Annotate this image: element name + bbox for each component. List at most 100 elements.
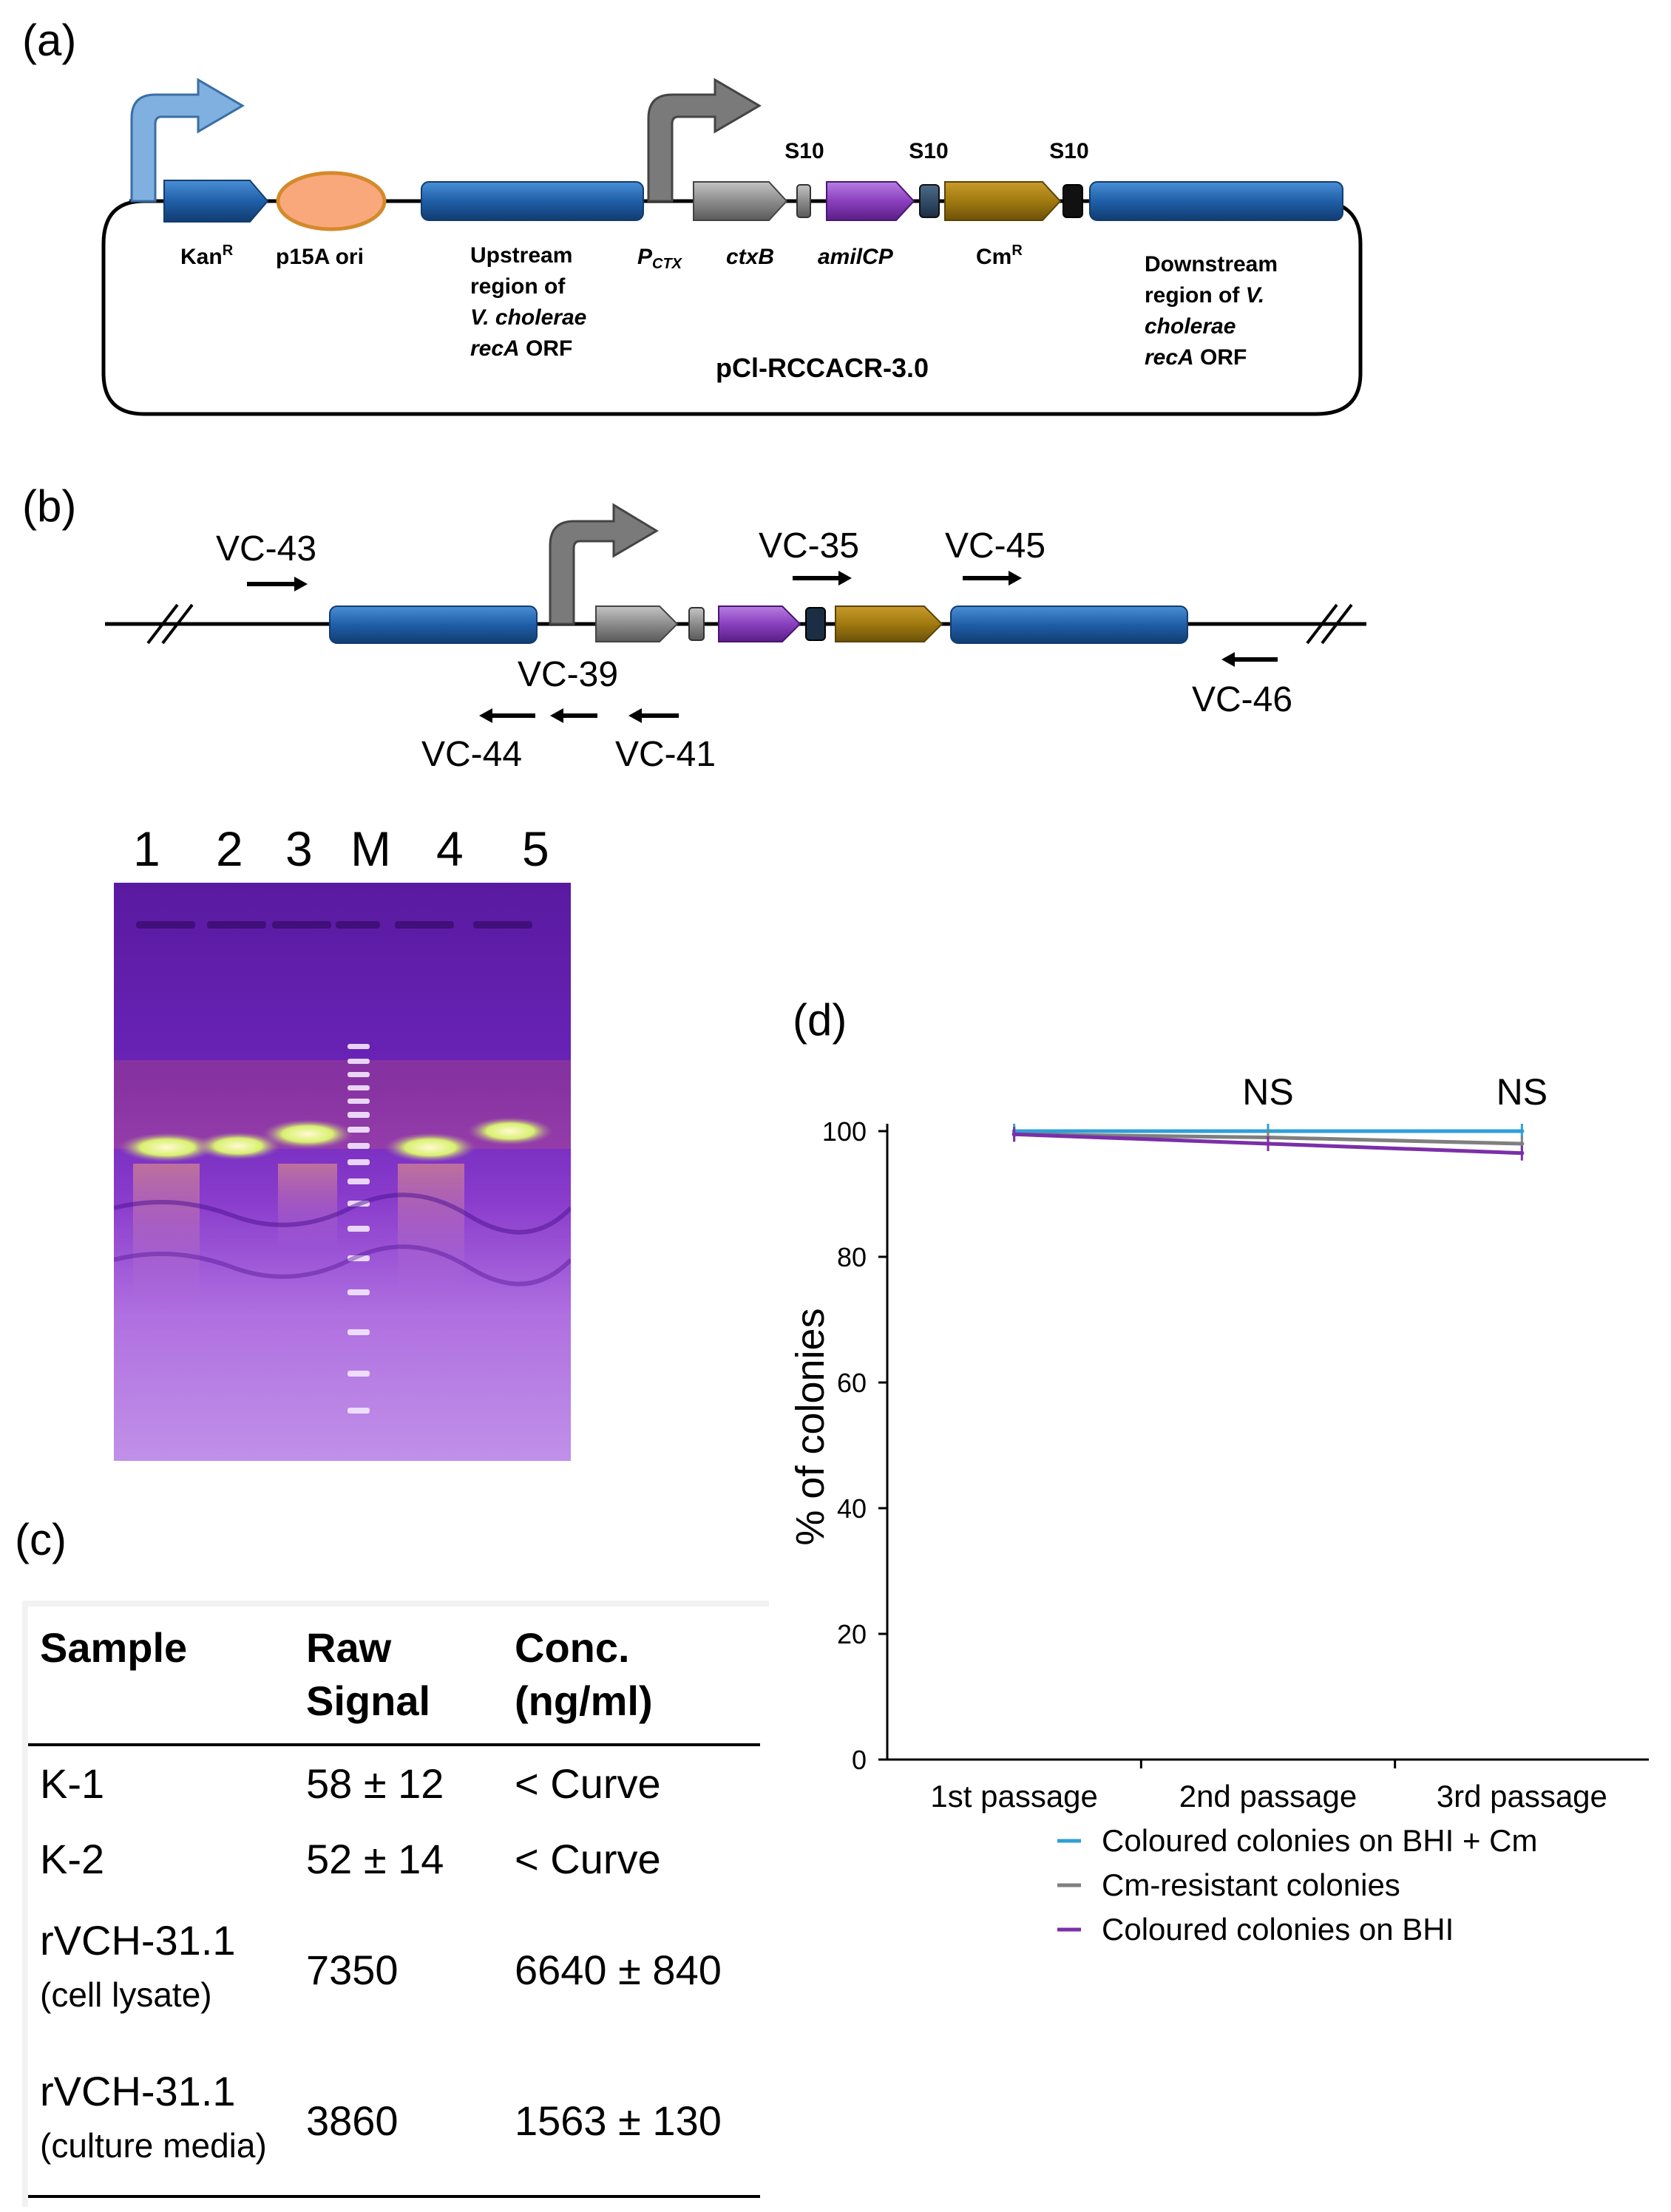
pctx-promoter-arrow	[647, 78, 762, 203]
promoter-arrow-b	[549, 503, 659, 625]
p15a-ori	[276, 171, 387, 231]
primer-vc39-label: VC-39	[518, 655, 618, 694]
primer-vc35-label: VC-35	[759, 526, 859, 566]
row1-sample: K-1	[40, 1760, 105, 1807]
row3-conc: 6640 ± 840	[515, 1947, 722, 1993]
agarose-gel-image	[114, 883, 571, 1461]
primer-vc41-arrow	[628, 708, 642, 723]
plasmid-name: pCl-RCCACR-3.0	[716, 353, 929, 383]
row1-conc: < Curve	[515, 1760, 661, 1807]
s10-site-1	[796, 184, 811, 218]
amilcp-gene	[826, 181, 915, 221]
y-tick-label: 0	[852, 1745, 867, 1775]
ns-annotation: NS	[1497, 1071, 1548, 1113]
row4-sample-sub: (culture media)	[40, 2126, 267, 2165]
lane-label-1: 1	[133, 821, 160, 876]
primer-vc39-arrow	[550, 708, 563, 723]
cm-gene	[944, 181, 1062, 221]
downstream-gene-b	[950, 605, 1188, 644]
s10-site-b2	[805, 607, 826, 641]
primer-vc35-arrow	[838, 571, 852, 586]
primer-vc46-arrow	[1221, 652, 1235, 667]
row1-raw: 58 ± 12	[306, 1760, 444, 1807]
row3-sample: rVCH-31.1	[40, 1917, 236, 1964]
downstream-label: Downstream region of V. cholerae recA OR…	[1145, 252, 1284, 370]
cm-label: CmR	[976, 242, 1023, 269]
plasmid-backbone	[101, 199, 1363, 416]
table-body: Sample Raw Signal Conc. (ng/ml) K-1 58 ±…	[28, 1607, 769, 2207]
primer-vc46-label: VC-46	[1192, 680, 1292, 719]
series-point	[1011, 1132, 1017, 1137]
s10-label-2: S10	[909, 139, 948, 163]
legend-label: Coloured colonies on BHI + Cm	[1102, 1823, 1537, 1858]
header-conc-line2: (ng/ml)	[515, 1677, 653, 1724]
row2-conc: < Curve	[515, 1836, 661, 1882]
s10-label-1: S10	[784, 139, 824, 163]
ns-annotation: NS	[1242, 1071, 1293, 1113]
legend-label: Coloured colonies on BHI	[1102, 1912, 1454, 1947]
p15a-label: p15A ori	[276, 245, 364, 269]
row2-raw: 52 ± 14	[306, 1836, 444, 1882]
elisa-table: Sample Raw Signal Conc. (ng/ml) K-1 58 ±…	[22, 1601, 769, 2207]
header-raw-line2: Signal	[306, 1677, 431, 1724]
primer-vc44-arrow	[479, 708, 492, 723]
y-tick-label: 100	[822, 1116, 867, 1147]
lane-label-4: 4	[436, 821, 464, 876]
upstream-region-gene	[421, 181, 644, 221]
kan-gene	[163, 180, 269, 223]
primer-vc41-label: VC-41	[615, 735, 716, 774]
table-bottom-rule	[28, 2195, 760, 2198]
lane-labels: 1 2 3 M 4 5	[0, 821, 592, 880]
header-raw-line1: Raw	[306, 1624, 392, 1671]
header-conc-line1: Conc.	[515, 1624, 630, 1671]
downstream-region-gene	[1089, 181, 1343, 221]
y-tick-label: 60	[837, 1368, 867, 1398]
x-tick-label: 3rd passage	[1437, 1779, 1607, 1814]
lane-label-2: 2	[216, 821, 243, 876]
kan-promoter-arrow	[130, 78, 245, 203]
s10-label-3: S10	[1049, 139, 1088, 163]
x-tick-label: 1st passage	[930, 1779, 1098, 1814]
row2-sample: K-2	[40, 1836, 105, 1882]
row4-sample: rVCH-31.1	[40, 2068, 236, 2114]
row3-raw: 7350	[306, 1947, 399, 1993]
amilcp-gene-b	[718, 605, 801, 642]
amilcp-label: amilCP	[818, 245, 894, 269]
panel-label-b: (b)	[22, 481, 77, 531]
s10-site-3	[1062, 184, 1083, 218]
break-mark-right-2	[1321, 603, 1353, 645]
primer-vc43-arrow	[294, 577, 308, 591]
header-sample: Sample	[40, 1624, 188, 1671]
x-tick-label: 2nd passage	[1179, 1779, 1358, 1814]
kan-label: KanR	[180, 242, 234, 269]
break-mark-left-2	[161, 603, 194, 645]
series-point	[1266, 1141, 1270, 1146]
s10-site-b1	[688, 607, 705, 641]
primer-vc45-arrow	[1009, 571, 1022, 586]
pctx-label: PCTX	[637, 245, 683, 272]
row4-conc: 1563 ± 130	[515, 2097, 722, 2144]
ctxb-gene-b	[595, 605, 679, 642]
row4-raw: 3860	[306, 2097, 399, 2144]
table-header-rule	[28, 1743, 760, 1746]
primer-vc45-label: VC-45	[945, 526, 1045, 566]
panel-label-a: (a)	[22, 16, 77, 65]
y-tick-label: 40	[837, 1493, 867, 1524]
series-point	[1519, 1129, 1525, 1133]
row3-sample-sub: (cell lysate)	[40, 1975, 212, 2014]
plasmid-map: S10 S10 S10 KanR p15A ori Upstream regio…	[101, 78, 1363, 416]
ctxb-gene	[693, 181, 788, 221]
break-mark-left-1	[146, 603, 179, 645]
chart-y-axis-label: % of colonies	[788, 1308, 833, 1545]
lane-label-3: 3	[285, 821, 313, 876]
legend-label: Cm-resistant colonies	[1102, 1867, 1400, 1902]
s10-site-2	[919, 184, 940, 218]
cm-gene-b	[835, 605, 943, 642]
primer-vc43-label: VC-43	[216, 529, 316, 569]
upstream-label: Upstream region of V. cholerae recA ORF	[470, 243, 593, 361]
ctxb-label: ctxB	[726, 245, 774, 269]
y-tick-label: 80	[837, 1242, 867, 1272]
break-mark-right-1	[1306, 603, 1338, 645]
primer-vc44-label: VC-44	[421, 735, 522, 774]
